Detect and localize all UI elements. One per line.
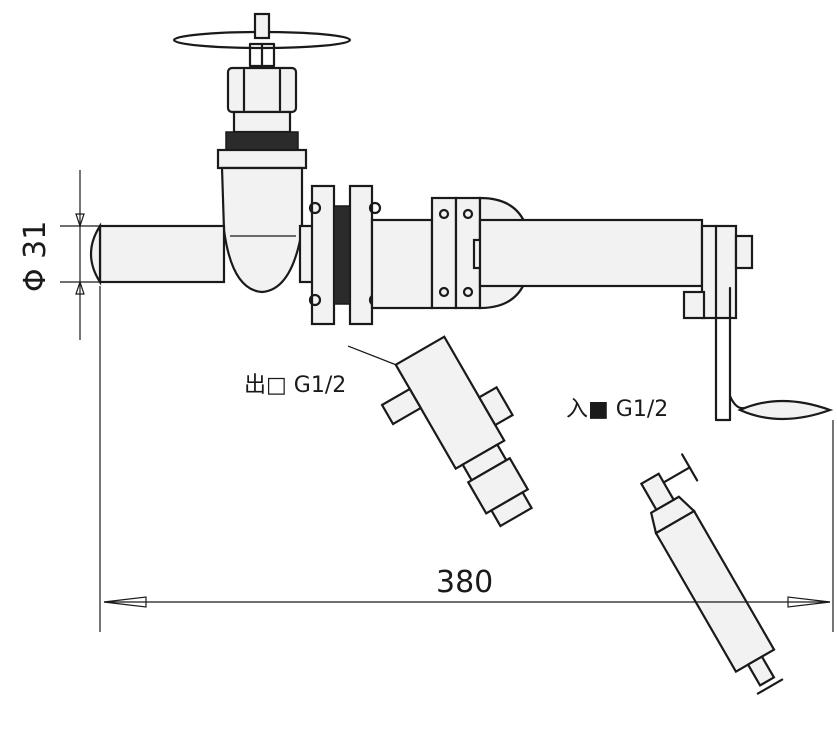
diameter-dimension: [60, 170, 100, 340]
end-plate-bracket: [682, 224, 834, 422]
handwheel: [172, 12, 352, 68]
length-label: 380: [436, 565, 493, 600]
inlet-label: 入■ G1/2: [566, 397, 668, 422]
flange-pair-left: [308, 184, 382, 326]
outlet-sight-tube: [347, 335, 534, 528]
outlet-label: 出□ G1/2: [244, 373, 346, 398]
middle-pipe: [370, 218, 434, 310]
diameter-label: Φ 31: [18, 221, 53, 292]
valve-body: [220, 166, 304, 294]
valve-bonnet: [216, 66, 308, 170]
length-dimension: [99, 286, 834, 632]
inlet-sight-tube: [639, 453, 784, 695]
outlet-pipe: [478, 218, 704, 288]
inlet-stub-pipe: [89, 222, 226, 286]
